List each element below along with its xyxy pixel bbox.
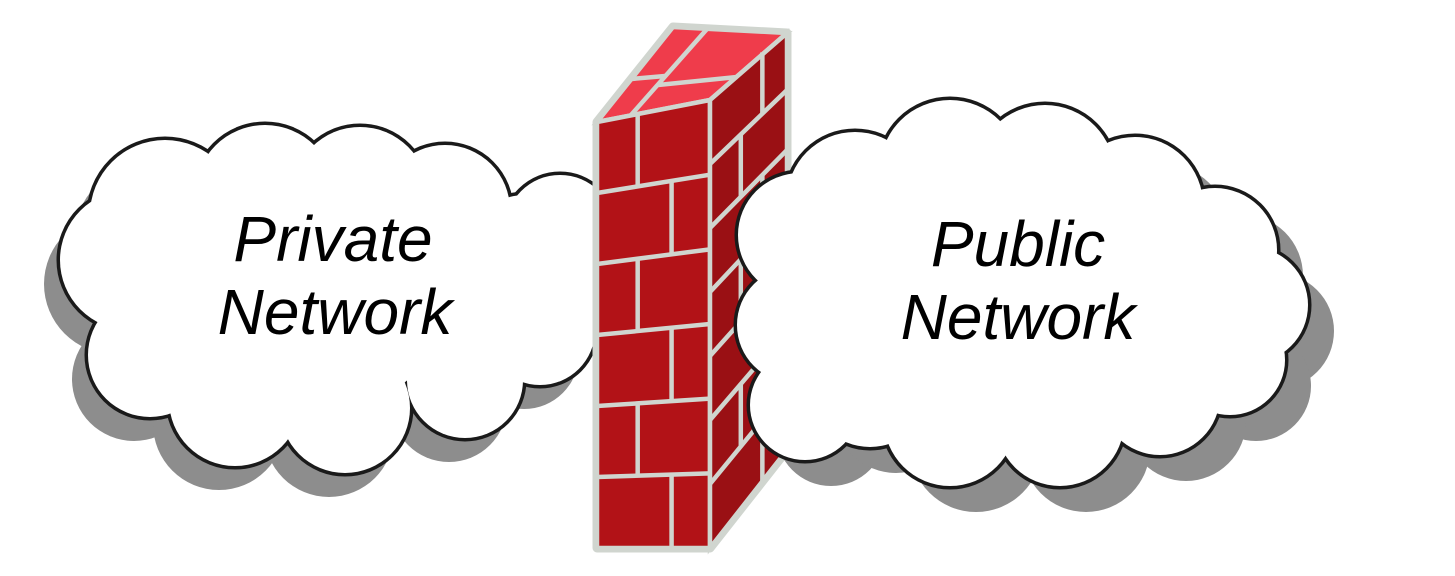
private-network-label-line2: Network: [218, 276, 456, 348]
private-cloud-icon: [60, 125, 615, 473]
public-network-label-line2: Network: [901, 281, 1139, 353]
private-network-label-line1: Private: [233, 203, 432, 275]
public-network-label-line1: Public: [931, 208, 1105, 280]
public-cloud-icon: [737, 100, 1308, 486]
